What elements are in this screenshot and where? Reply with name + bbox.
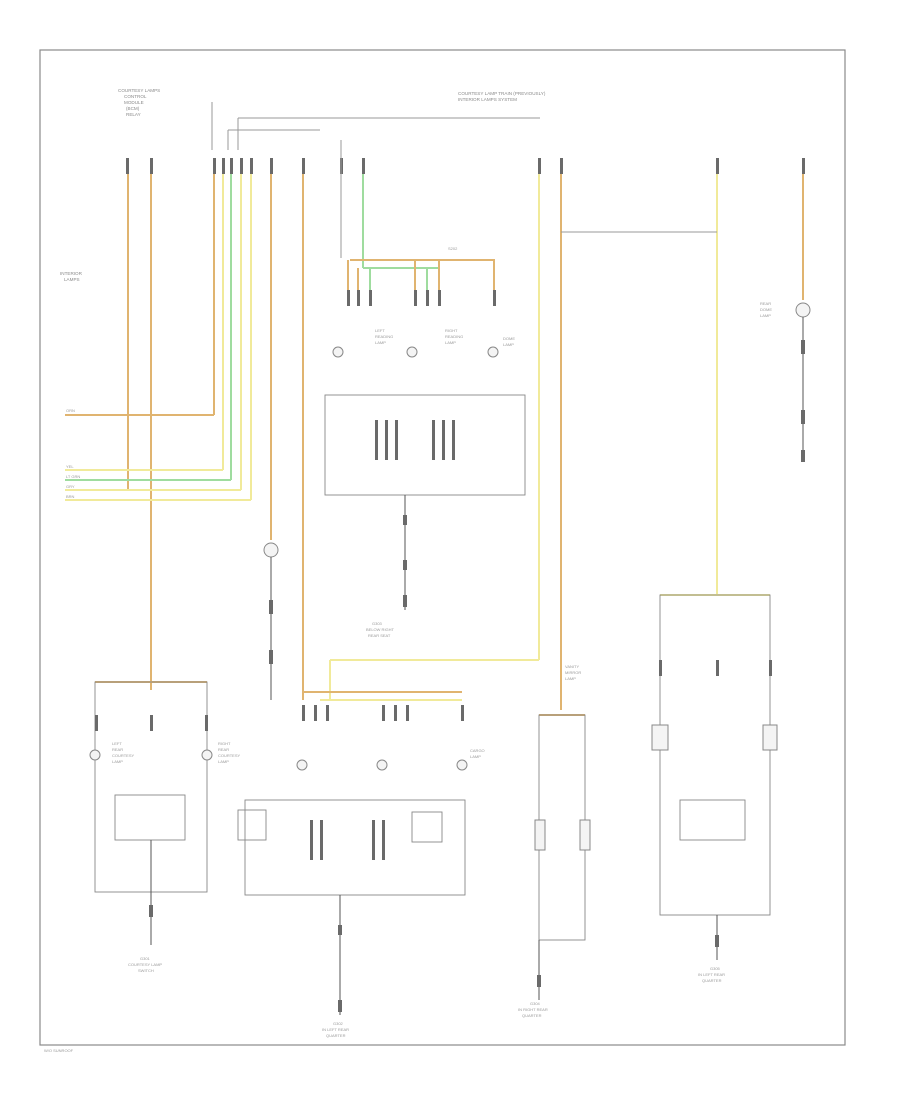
rail-5-label: BRN <box>66 494 75 499</box>
ground-ctr-label-1: G302 <box>333 1021 344 1026</box>
diagram-frame <box>39 49 846 1046</box>
cluster-upper-connectors <box>347 290 496 306</box>
dome-label-1: DOME <box>503 336 515 341</box>
left-rear-courtesy-lamp-icon <box>89 749 101 761</box>
left-top-label-4: (BCM) <box>126 106 140 111</box>
top-label-line-2: INTERIOR LAMPS SYSTEM <box>458 97 517 102</box>
center-lamp-1-icon <box>296 759 308 771</box>
left-lamp-label-3: COURTESY <box>112 753 134 758</box>
vanity-label-3: LAMP <box>565 676 576 681</box>
right-switch-inner <box>679 799 746 841</box>
cargo-label-1: CARGO <box>470 748 485 753</box>
top-connectors <box>126 158 805 174</box>
left-lamp-label-2: REAR <box>112 747 123 752</box>
reading-right-label-2: READING <box>445 334 463 339</box>
vanity-label-2: MIRROR <box>565 670 581 675</box>
center-lower-box <box>244 799 466 896</box>
ground-ctr-label-2: IN LEFT REAR <box>322 1027 349 1032</box>
upper-switch-contacts <box>375 420 455 460</box>
dome-lamp-icon <box>487 346 499 358</box>
ground-right-label-2: IN RIGHT REAR <box>518 1007 548 1012</box>
left-top-label-3: MODULE <box>124 100 144 105</box>
ground-mid-label-2: BELOW RIGHT <box>366 627 395 632</box>
reading-right-label-3: LAMP <box>445 340 456 345</box>
rear-dome-label-2: DOME <box>760 307 772 312</box>
ground-left-label-3: SWITCH <box>138 968 154 973</box>
right-lamp-label-2: REAR <box>218 747 229 752</box>
right-lamp-left-icon <box>651 724 669 751</box>
vanity-lamp-right-icon <box>579 819 591 851</box>
left-switch-inner <box>114 794 186 841</box>
left-lamp-label-1: LEFT <box>112 741 122 746</box>
top-label-line-1: COURTESY LAMP TRAIN (PREVIOUSLY) <box>458 91 546 96</box>
left-top-label-1: COURTESY LAMPS <box>118 88 160 93</box>
vanity-box <box>538 714 586 941</box>
dome-label-2: LAMP <box>503 342 514 347</box>
reading-left-label-3: LAMP <box>375 340 386 345</box>
center-lamp-3-icon <box>456 759 468 771</box>
right-rear-courtesy-lamp-icon <box>201 749 213 761</box>
upper-switch-box <box>324 394 526 496</box>
ground-far-right-label-1: G305 <box>710 966 721 971</box>
vanity-label-1: VANITY <box>565 664 579 669</box>
ground-right-label-1: G304 <box>530 1001 541 1006</box>
ground-far-right-label-2: IN LEFT REAR <box>698 972 725 977</box>
rear-dome-lamp-icon <box>795 302 811 318</box>
right-lamp-label-4: LAMP <box>218 759 229 764</box>
reading-left-label-2: READING <box>375 334 393 339</box>
center-lamp-2-icon <box>376 759 388 771</box>
left-side-label-2: LAMPS <box>64 277 80 282</box>
left-lamp-label-4: LAMP <box>112 759 123 764</box>
ground-left-label-1: G301 <box>140 956 151 961</box>
center-lower-contacts <box>310 820 385 860</box>
vanity-lamp-left-icon <box>534 819 546 851</box>
rear-dome-label-3: LAMP <box>760 313 771 318</box>
rail-2-label: YEL <box>66 464 74 469</box>
left-lower-connectors <box>95 715 208 731</box>
left-upper-lamp-icon <box>263 542 279 558</box>
reading-lamp-right-icon <box>406 346 418 358</box>
reading-right-label-1: RIGHT <box>445 328 458 333</box>
left-top-label-2: CONTROL <box>124 94 147 99</box>
ground-ctr-label-3: QUARTER <box>326 1033 346 1038</box>
reading-left-label-1: LEFT <box>375 328 385 333</box>
ground-mid-label-3: REAR SEAT <box>368 633 391 638</box>
right-lamp-right-icon <box>762 724 778 751</box>
ground-mid-pins <box>403 515 407 607</box>
center-lower-connectors <box>302 705 464 721</box>
left-top-label-5: RELAY <box>126 112 141 117</box>
ground-left-label-2: COURTESY LAMP <box>128 962 162 967</box>
right-lamp-label-3: COURTESY <box>218 753 240 758</box>
cargo-label-2: LAMP <box>470 754 481 759</box>
splice-label: S202 <box>448 246 458 251</box>
rail-3-label: LT GRN <box>66 474 80 479</box>
ground-mid-label-1: G303 <box>372 621 383 626</box>
left-side-label-1: INTERIOR <box>60 271 83 276</box>
rear-dome-label-1: REAR <box>760 301 771 306</box>
ground-right-label-3: QUARTER <box>522 1013 542 1018</box>
rail-1-label: ORN <box>66 408 75 413</box>
right-lower-connectors <box>659 660 772 676</box>
footnote: W/O SUNROOF <box>44 1048 74 1053</box>
center-right-sub <box>411 811 443 843</box>
reading-lamp-left-icon <box>332 346 344 358</box>
rail-4-label: GRY <box>66 484 75 489</box>
center-left-sub <box>237 809 267 841</box>
right-lower-box <box>659 594 771 916</box>
right-lamp-label-1: RIGHT <box>218 741 231 746</box>
ground-far-right-label-3: QUARTER <box>702 978 722 983</box>
